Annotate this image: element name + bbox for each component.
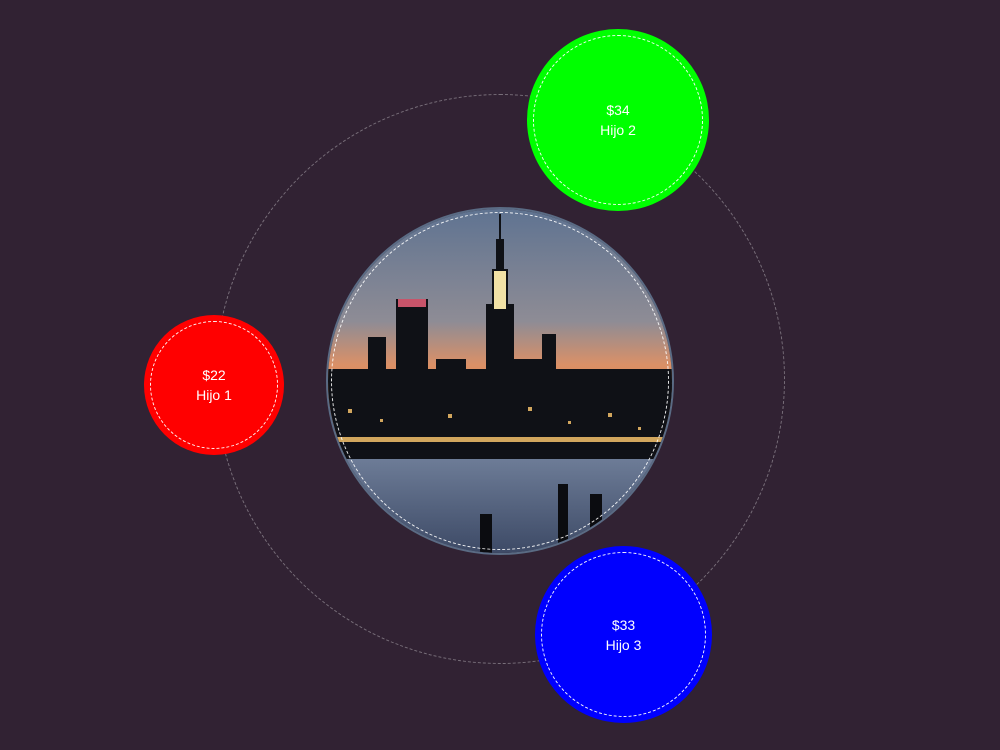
child-node-1[interactable]: $22 Hijo 1 [144, 315, 284, 455]
child-label: Hijo 3 [605, 636, 642, 653]
city-skyline-icon [328, 209, 672, 553]
child-label: Hijo 1 [196, 387, 232, 403]
child-amount: $34 [606, 102, 630, 118]
child-amount: $33 [611, 616, 636, 633]
child-node-2[interactable]: $34 Hijo 2 [527, 29, 709, 211]
center-image [326, 207, 674, 555]
child-node-3[interactable]: $33 Hijo 3 [535, 546, 712, 723]
child-label: Hijo 2 [600, 122, 636, 138]
child-amount: $22 [202, 367, 226, 383]
